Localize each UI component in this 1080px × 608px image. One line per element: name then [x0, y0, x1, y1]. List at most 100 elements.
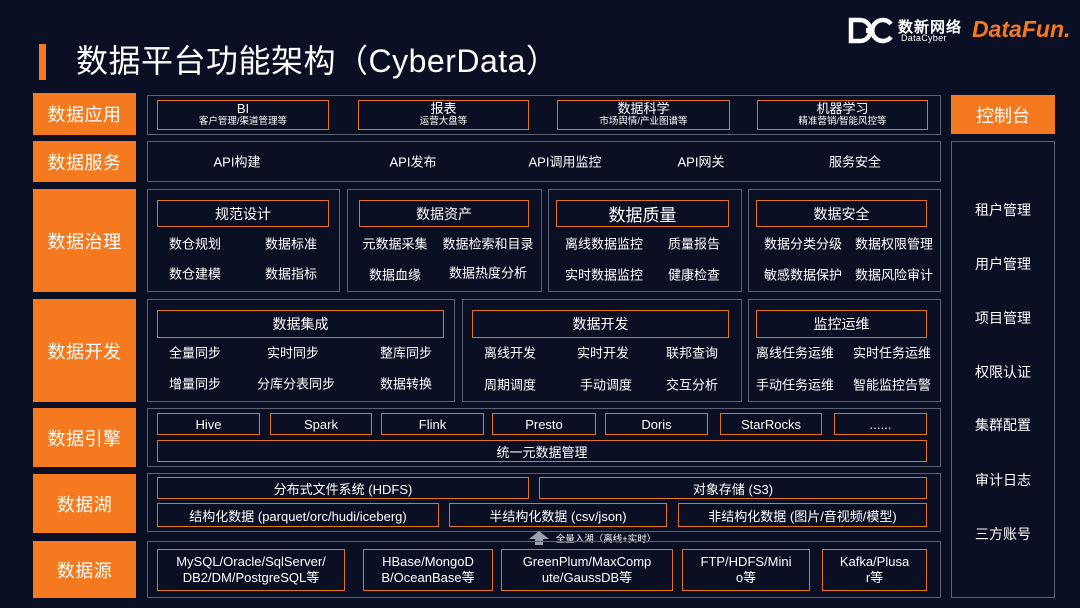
- engine-box: ......: [834, 413, 927, 435]
- governance-item: 数据热度分析: [448, 265, 528, 281]
- application-box: 机器学习 精准营销/智能风控等: [757, 100, 928, 130]
- console-panel: [951, 141, 1055, 598]
- application-name: 数据科学: [617, 101, 670, 116]
- development-panel: [462, 299, 742, 402]
- lake-layer-frame: [147, 473, 941, 532]
- development-item: 离线任务运维: [755, 345, 835, 361]
- source-line: ute/GaussDB等: [541, 570, 633, 585]
- development-item: 联邦查询: [665, 345, 719, 361]
- application-box: 数据科学 市场舆情/产业图谱等: [557, 100, 730, 130]
- governance-item: 质量报告: [667, 236, 721, 252]
- application-name: BI: [236, 101, 250, 116]
- console-item: 集群配置: [975, 417, 1031, 433]
- governance-item: 实时数据监控: [564, 267, 644, 283]
- governance-item: 元数据采集: [362, 236, 428, 252]
- source-line: MySQL/Oracle/SqlServer/: [176, 554, 326, 569]
- development-item: 实时开发: [576, 345, 630, 361]
- governance-item: 数据权限管理: [854, 236, 934, 252]
- metadata-management-box: 统一元数据管理: [157, 440, 927, 462]
- format-box: 半结构化数据 (csv/json): [449, 503, 667, 527]
- console-item: 租户管理: [975, 202, 1031, 218]
- application-layer-frame: [147, 95, 941, 135]
- governance-item: 数据血缘: [368, 267, 422, 283]
- development-item: 手动任务运维: [755, 377, 835, 393]
- engine-box: Presto: [492, 413, 596, 435]
- governance-panel-title: 数据质量: [556, 200, 729, 227]
- development-item: 周期调度: [483, 377, 537, 393]
- source-box: HBase/MongoD B/OceanBase等: [363, 549, 493, 591]
- console-item: 用户管理: [975, 256, 1031, 272]
- governance-panel: [548, 189, 742, 292]
- page-title: 数据平台功能架构（CyberData）: [76, 43, 559, 79]
- application-name: 报表: [430, 101, 457, 116]
- source-line: FTP/HDFS/Mini: [700, 554, 792, 569]
- source-box: GreenPlum/MaxComp ute/GaussDB等: [501, 549, 673, 591]
- service-item: API网关: [677, 154, 725, 170]
- development-item: 智能监控告警: [852, 377, 932, 393]
- source-line: r等: [865, 570, 884, 585]
- layer-label-governance: 数据治理: [33, 189, 136, 292]
- layer-label-service: 数据服务: [33, 141, 136, 182]
- source-line: HBase/MongoD: [382, 554, 474, 569]
- layer-label-engine: 数据引擎: [33, 408, 136, 467]
- source-line: GreenPlum/MaxComp: [522, 554, 652, 569]
- development-panel: [147, 299, 455, 402]
- governance-item: 数据风险审计: [854, 267, 934, 283]
- console-title: 控制台: [951, 95, 1055, 134]
- governance-item: 数据分类分级: [763, 236, 843, 252]
- engine-layer-frame: [147, 408, 941, 467]
- development-item: 数据转换: [379, 376, 433, 392]
- development-item: 整库同步: [379, 345, 433, 361]
- governance-item: 数仓规划: [168, 236, 222, 252]
- engine-box: Doris: [605, 413, 708, 435]
- engine-box: Hive: [157, 413, 260, 435]
- source-box: FTP/HDFS/Mini o等: [682, 549, 810, 591]
- governance-item: 健康检查: [667, 267, 721, 283]
- service-layer-frame: [147, 141, 941, 182]
- development-item: 分库分表同步: [256, 376, 336, 392]
- application-name: 机器学习: [816, 101, 869, 116]
- governance-panel: [347, 189, 542, 292]
- development-item: 增量同步: [168, 376, 222, 392]
- source-layer-frame: [147, 541, 941, 598]
- format-box: 非结构化数据 (图片/音视频/模型): [678, 503, 927, 527]
- layer-label-development: 数据开发: [33, 299, 136, 402]
- datacyber-logo-icon: [848, 17, 893, 44]
- source-line: B/OceanBase等: [381, 570, 475, 585]
- datafun-logo: DataFun.: [972, 16, 1071, 42]
- application-desc: 运营大盘等: [419, 116, 468, 127]
- layer-label-application: 数据应用: [33, 93, 136, 135]
- development-item: 交互分析: [665, 377, 719, 393]
- governance-panel: [147, 189, 340, 292]
- application-desc: 客户管理/渠道管理等: [198, 116, 288, 127]
- source-line: o等: [735, 570, 757, 585]
- application-box: 报表 运营大盘等: [358, 100, 529, 130]
- development-item: 全量同步: [168, 345, 222, 361]
- development-panel-title: 数据开发: [472, 310, 729, 338]
- console-item: 三方账号: [975, 526, 1031, 542]
- development-item: 离线开发: [483, 345, 537, 361]
- console-item: 审计日志: [975, 472, 1031, 488]
- governance-panel-title: 数据安全: [756, 200, 927, 227]
- development-panel: [748, 299, 941, 402]
- format-box: 结构化数据 (parquet/orc/hudi/iceberg): [157, 503, 439, 527]
- source-box: Kafka/Plusa r等: [822, 549, 927, 591]
- up-arrow-icon: [529, 531, 549, 545]
- layer-label-source: 数据源: [33, 541, 136, 598]
- development-panel-title: 数据集成: [157, 310, 444, 338]
- brand-name-cn: 数新网络: [898, 19, 963, 36]
- service-item: API调用监控: [528, 154, 602, 170]
- console-item: 项目管理: [975, 310, 1031, 326]
- engine-box: StarRocks: [720, 413, 822, 435]
- governance-panel-title: 规范设计: [157, 200, 329, 227]
- service-item: API构建: [213, 154, 261, 170]
- title-accent-bar: [39, 44, 46, 80]
- application-desc: 精准营销/智能风控等: [798, 116, 887, 127]
- engine-box: Flink: [381, 413, 484, 435]
- governance-item: 数据检索和目录: [442, 236, 534, 252]
- governance-panel-title: 数据资产: [359, 200, 529, 227]
- engine-box: Spark: [270, 413, 372, 435]
- governance-item: 离线数据监控: [564, 236, 644, 252]
- development-panel-title: 监控运维: [756, 310, 927, 338]
- ingest-label: 全量入湖（离线+实时）: [555, 534, 657, 545]
